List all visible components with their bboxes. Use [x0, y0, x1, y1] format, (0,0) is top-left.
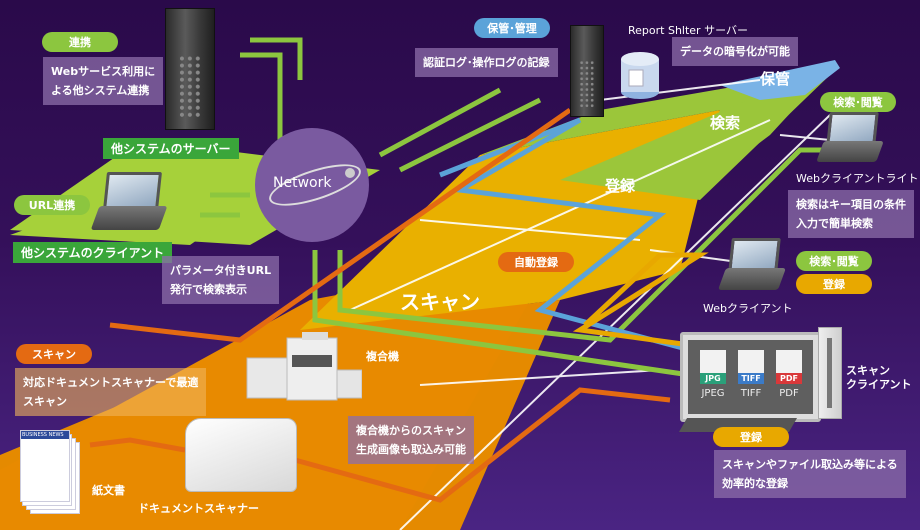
other-system-client-laptop	[90, 172, 168, 230]
tag-register-scan: 登録	[713, 427, 789, 447]
scan-band	[0, 270, 530, 530]
tiff-file-icon: TIFF	[738, 350, 764, 384]
label-mfp: 複合機	[366, 350, 399, 363]
label-scan-client-2: クライアント	[846, 378, 912, 391]
note-line: スキャンやファイル取込み等による	[722, 458, 898, 471]
tag-auto-register: 自動登録	[498, 252, 574, 272]
label-web-client-lite: Webクライアントライト	[796, 172, 919, 185]
paper-header: BUSINESS NEWS	[21, 431, 69, 439]
storage-band	[720, 60, 840, 100]
jpeg-file-icon: JPG	[700, 350, 726, 384]
search-band	[480, 70, 830, 195]
note-key-search: 検索はキー項目の条件 入力で簡単検索	[788, 190, 914, 238]
scan-client-monitor: JPG TIFF PDF JPEG TIFF PDF	[680, 332, 821, 422]
note-param-url: パラメータ付きURL 発行で検索表示	[162, 256, 280, 304]
report-shelter-server	[570, 25, 604, 117]
document-scanner	[185, 418, 297, 492]
note-line: 複合機からのスキャン	[356, 424, 466, 437]
tag-register-web: 登録	[796, 274, 872, 294]
pdf-file-icon: PDF	[776, 350, 802, 384]
tag-search-browse-lite: 検索･閲覧	[820, 92, 896, 112]
note-line: Webサービス利用に	[51, 65, 156, 78]
note-efficient-register: スキャンやファイル取込み等による 効率的な登録	[714, 450, 906, 498]
label-web-client: Webクライアント	[703, 302, 793, 315]
tag-scan: スキャン	[16, 344, 92, 364]
file-name-pdf: PDF	[779, 388, 799, 399]
network-label: Network	[273, 175, 332, 191]
note-web-service: Webサービス利用に よる他システム連携	[43, 57, 164, 105]
note-line: 入力で簡単検索	[796, 217, 873, 230]
tag-url-integration: URL連携	[14, 195, 90, 215]
file-name-tiff: TIFF	[740, 388, 762, 399]
database-cylinder-icon	[620, 52, 660, 100]
tag-storage-management: 保管･管理	[474, 18, 550, 38]
note-line: 発行で検索表示	[170, 283, 247, 296]
note-line: 生成画像も取込み可能	[356, 443, 466, 456]
band-label-storage: 保管	[760, 70, 791, 88]
note-line: 検索はキー項目の条件	[796, 198, 906, 211]
note-line: スキャン	[23, 395, 67, 408]
file-name-jpeg: JPEG	[701, 388, 725, 399]
label-document-scanner: ドキュメントスキャナー	[138, 502, 259, 515]
note-line: よる他システム連携	[51, 84, 150, 97]
label-scan-client-1: スキャン	[846, 364, 890, 377]
scan-client-pc	[818, 327, 842, 419]
note-optimal-scan: 対応ドキュメントスキャナーで最適 スキャン	[15, 368, 207, 416]
web-client-lite-laptop	[816, 112, 884, 162]
note-line: パラメータ付きURL	[170, 264, 272, 277]
web-client-laptop	[718, 238, 786, 290]
label-other-system-client: 他システムのクライアント	[13, 242, 173, 263]
label-paper-documents: 紙文書	[92, 484, 125, 497]
note-encryption: データの暗号化が可能	[672, 37, 798, 66]
tag-search-browse: 検索･閲覧	[796, 251, 872, 271]
network-node: Network	[255, 128, 369, 242]
note-line: 効率的な登録	[722, 477, 788, 490]
search-band-2	[560, 75, 830, 200]
other-system-server	[165, 8, 215, 130]
label-report-shelter-server: Report Shlter サーバー	[628, 24, 748, 37]
note-mfp-import: 複合機からのスキャン 生成画像も取込み可能	[348, 416, 474, 464]
note-line: 対応ドキュメントスキャナーで最適	[23, 376, 199, 389]
band-label-search: 検索	[710, 114, 741, 132]
note-audit-log: 認証ログ･操作ログの記録	[415, 48, 558, 77]
multifunction-printer	[242, 330, 363, 408]
band-label-scan: スキャン	[400, 290, 480, 314]
paper-documents: BUSINESS NEWS	[20, 430, 80, 514]
band-label-register: 登録	[605, 177, 636, 195]
tag-integration: 連携	[42, 32, 118, 52]
network-ball-icon	[345, 168, 355, 178]
label-other-system-server: 他システムのサーバー	[103, 138, 239, 159]
